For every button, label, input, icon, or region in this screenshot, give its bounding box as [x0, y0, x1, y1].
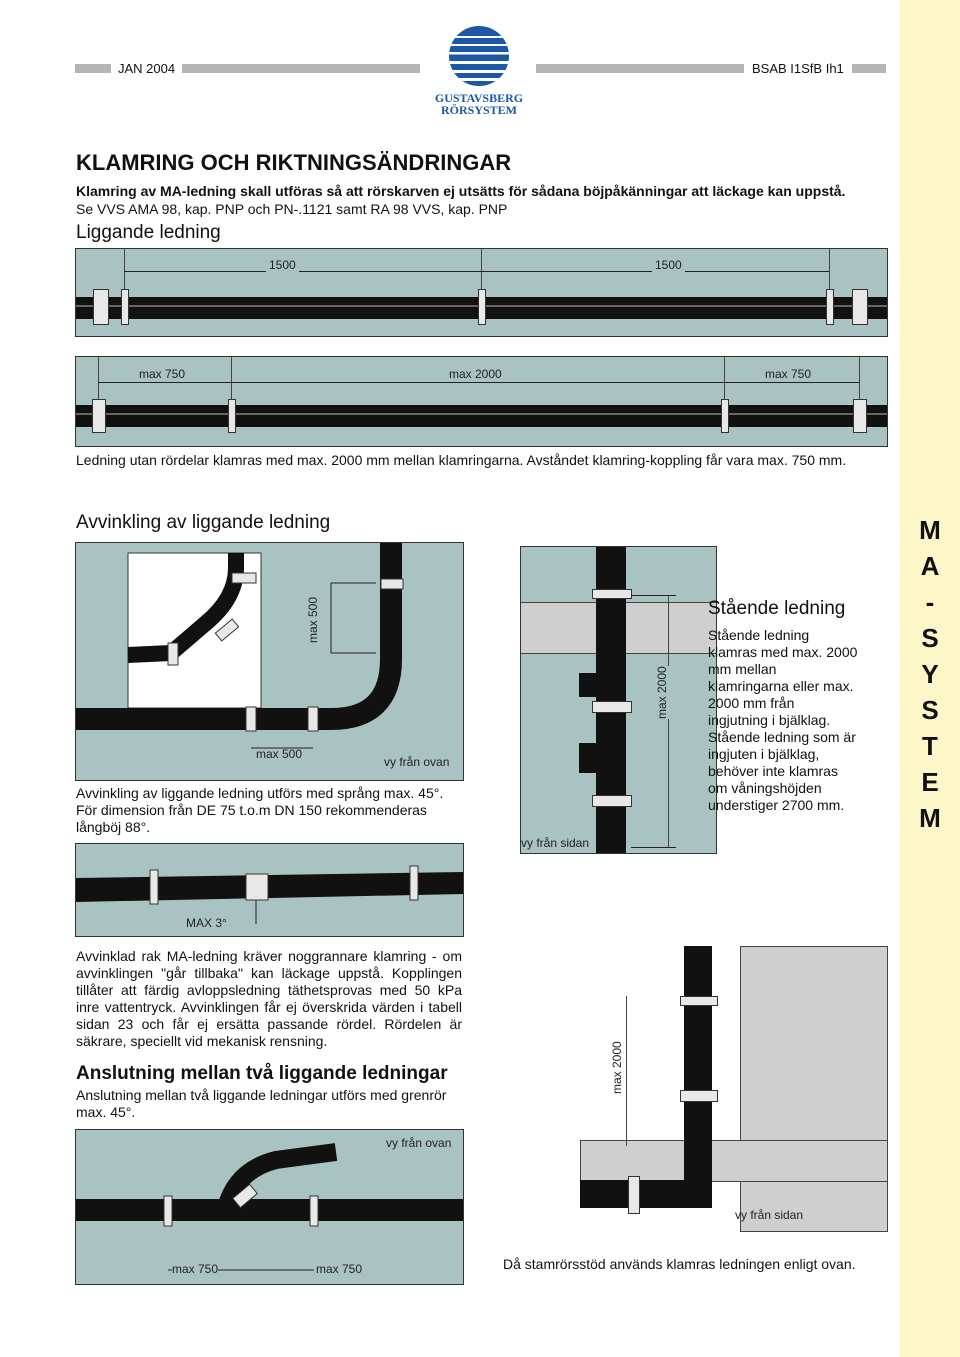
dim-max750-left: max 750: [172, 1262, 219, 1276]
pipe-coupling: [478, 289, 486, 325]
pipe-coupling: [92, 399, 106, 433]
header-rule-right: [852, 64, 886, 73]
text-rak: Avvinklad rak MA-ledning kräver noggrann…: [76, 948, 462, 1049]
header-rule-mid-left: [182, 64, 420, 73]
figure-staende: max 2000 vy från sidan: [520, 546, 717, 854]
figure-stamror: max 2000 vy från sidan: [580, 946, 888, 1232]
dim-max3deg: MAX 3°: [186, 916, 227, 930]
pipe-clamp: [228, 399, 236, 433]
dim-max500-horizontal: max 500: [256, 747, 303, 761]
dim-max750-b: max 750: [762, 367, 815, 381]
header-rule-mid-right: [536, 64, 744, 73]
page-title: KLAMRING OCH RIKTNINGSÄNDRINGAR: [76, 150, 512, 175]
figure-rak-avvinklad: MAX 3°: [75, 843, 464, 937]
header-code: BSAB I1SfB Ih1: [752, 61, 844, 76]
sidebar-letter: -: [925, 587, 935, 617]
sidebar-letter: A: [920, 551, 940, 581]
dim-stamror-max2000: max 2000: [610, 1041, 624, 1094]
header-rule-left: [75, 64, 111, 73]
logo-line-2: RÖRSYSTEM: [440, 103, 517, 117]
figure-liggande-1: 1500 1500: [75, 248, 888, 337]
dim-1500-b: 1500: [652, 258, 685, 272]
text-anslutning: Anslutning mellan två liggande ledningar…: [76, 1087, 447, 1120]
sidebar-letter: E: [921, 767, 939, 797]
figure-anslutning: vy från ovan max 750 max 750: [75, 1129, 464, 1285]
sidebar-letter: M: [919, 515, 941, 545]
pipe-coupling: [853, 399, 867, 433]
text-staende: Stående ledning klamras med max. 2000 mm…: [708, 627, 858, 813]
dim-1500-a: 1500: [266, 258, 299, 272]
caption-liggande: Ledning utan rördelar klamras med max. 2…: [76, 452, 847, 468]
dim-max500-vertical: max 500: [306, 596, 320, 643]
dim-max750-right: max 750: [316, 1262, 363, 1276]
header-date: JAN 2004: [118, 61, 176, 76]
sidebar-letter: M: [919, 803, 941, 833]
heading-anslutning: Anslutning mellan två liggande ledningar: [76, 1063, 448, 1084]
dim-max2000: max 2000: [446, 367, 505, 381]
logo-line-1: GUSTAVSBERG: [434, 91, 524, 105]
pipe-coupling: [121, 289, 129, 325]
logo-text: GUSTAVSBERG RÖRSYSTEM: [420, 92, 538, 116]
logo-globe-icon: [447, 24, 511, 88]
figure-avvinkling: max 500 max 500 vy från ovan: [75, 542, 464, 781]
sidebar-letter: S: [921, 623, 939, 653]
pipe-clamp: [852, 289, 868, 325]
dim-staende-max2000: max 2000: [655, 666, 669, 719]
figure-liggande-2: max 750 max 2000 max 750: [75, 356, 888, 447]
heading-avvinkling: Avvinkling av liggande ledning: [76, 512, 331, 533]
caption-avvinkling: Avvinkling av liggande ledning utförs me…: [76, 785, 444, 835]
sidebar-letter: T: [922, 731, 938, 761]
view-label-ovan: vy från ovan: [384, 755, 450, 769]
pipe-coupling: [826, 289, 834, 325]
intro-reference: Se VVS AMA 98, kap. PNP och PN-.1121 sam…: [76, 201, 508, 217]
caption-stamror: Då stamrörsstöd används klamras ledninge…: [503, 1256, 856, 1272]
heading-staende: Stående ledning: [708, 598, 846, 619]
pipe-clamp: [721, 399, 729, 433]
pipe-clamp: [93, 289, 109, 325]
intro-text: Klamring av MA-ledning skall utföras så …: [76, 183, 846, 199]
heading-liggande: Liggande ledning: [76, 222, 221, 243]
sidebar-letter: Y: [921, 659, 939, 689]
sidebar-letter: S: [921, 695, 939, 725]
view-label-sidan-2: vy från sidan: [735, 1208, 804, 1222]
view-label-ovan-2: vy från ovan: [386, 1136, 452, 1150]
dim-max750-a: max 750: [136, 367, 189, 381]
view-label-sidan: vy från sidan: [521, 836, 590, 850]
